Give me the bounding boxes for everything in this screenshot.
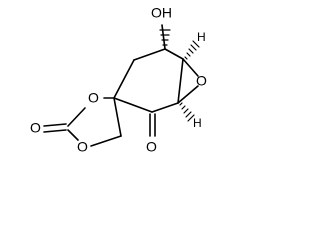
carbonate-co-double-2 <box>43 129 67 133</box>
stereo-wedges <box>159 29 200 122</box>
six-ch2-choh <box>133 48 166 61</box>
six-c6-c1 <box>177 58 184 104</box>
hashed-wedge-lower-h <box>179 102 195 122</box>
ring-spiro-ch2 <box>113 97 122 137</box>
ketone-oxygen-label: O <box>146 139 157 155</box>
six-choh-c6 <box>164 48 184 60</box>
ring-oxygen-lower-label: O <box>77 139 88 155</box>
hydroxyl-label: OH <box>151 5 172 21</box>
hashed-wedge-upper-h <box>184 40 200 60</box>
ring-oxygen-upper-label: O <box>88 90 99 106</box>
ring-c2-o-upper <box>67 107 86 127</box>
bond-set <box>43 24 199 147</box>
chemical-structure-diagram: OH H O H O O O O <box>30 5 207 155</box>
hashed-wedge-oh <box>159 29 171 46</box>
ring-o-lower-c2 <box>67 129 79 141</box>
hydrogen-lower-label: H <box>193 116 202 130</box>
epoxide-c6-o <box>182 58 199 77</box>
carbonate-co-double-1 <box>43 123 67 127</box>
carbonate-carbonyl-oxygen-label: O <box>30 120 41 136</box>
ring-ch2-o-lower <box>90 135 122 147</box>
hydrogen-upper-label: H <box>197 30 206 44</box>
epoxide-c1-o <box>177 85 199 104</box>
atom-labels: OH H O H O O O O <box>30 5 207 155</box>
six-c1-carbonyl <box>151 102 179 113</box>
six-carbonyl-spiro <box>113 97 153 113</box>
epoxide-oxygen-label: O <box>196 73 207 89</box>
six-spiro-ch2 <box>113 59 135 99</box>
